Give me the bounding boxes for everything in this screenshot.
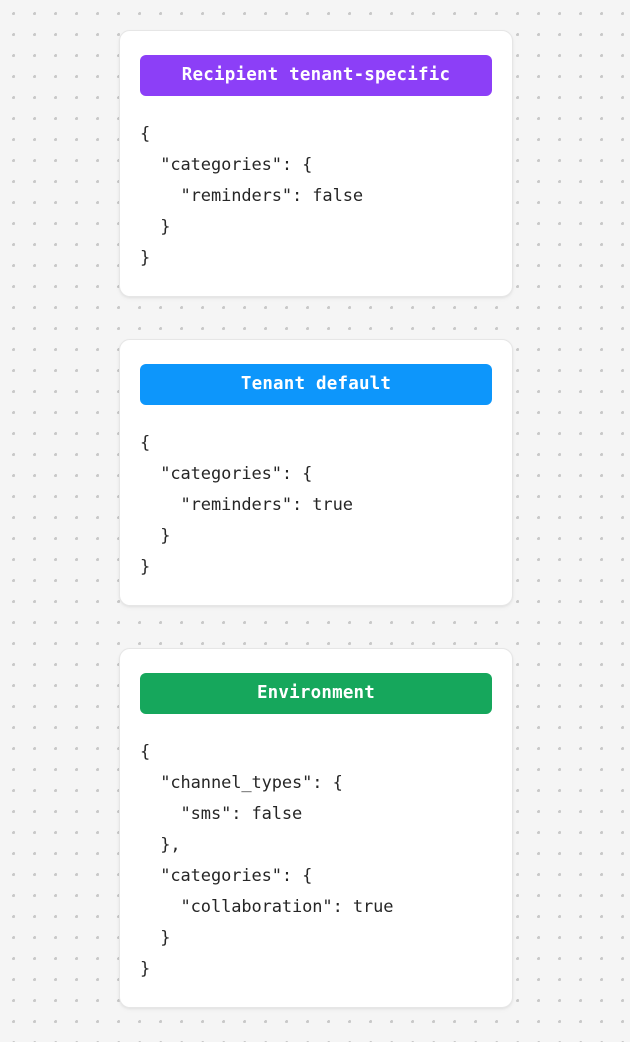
card-environment: Environment { "channel_types": { "sms": … (119, 648, 513, 1008)
card-code-environment: { "channel_types": { "sms": false }, "ca… (140, 742, 394, 979)
card-code-tenant-default: { "categories": { "reminders": true } } (140, 433, 353, 577)
card-tenant-default: Tenant default { "categories": { "remind… (119, 339, 513, 606)
card-badge-recipient-tenant-specific: Recipient tenant-specific (140, 55, 492, 96)
card-badge-environment: Environment (140, 673, 492, 714)
card-code-recipient-tenant-specific: { "categories": { "reminders": false } } (140, 124, 363, 268)
card-recipient-tenant-specific: Recipient tenant-specific { "categories"… (119, 30, 513, 297)
card-badge-tenant-default: Tenant default (140, 364, 492, 405)
